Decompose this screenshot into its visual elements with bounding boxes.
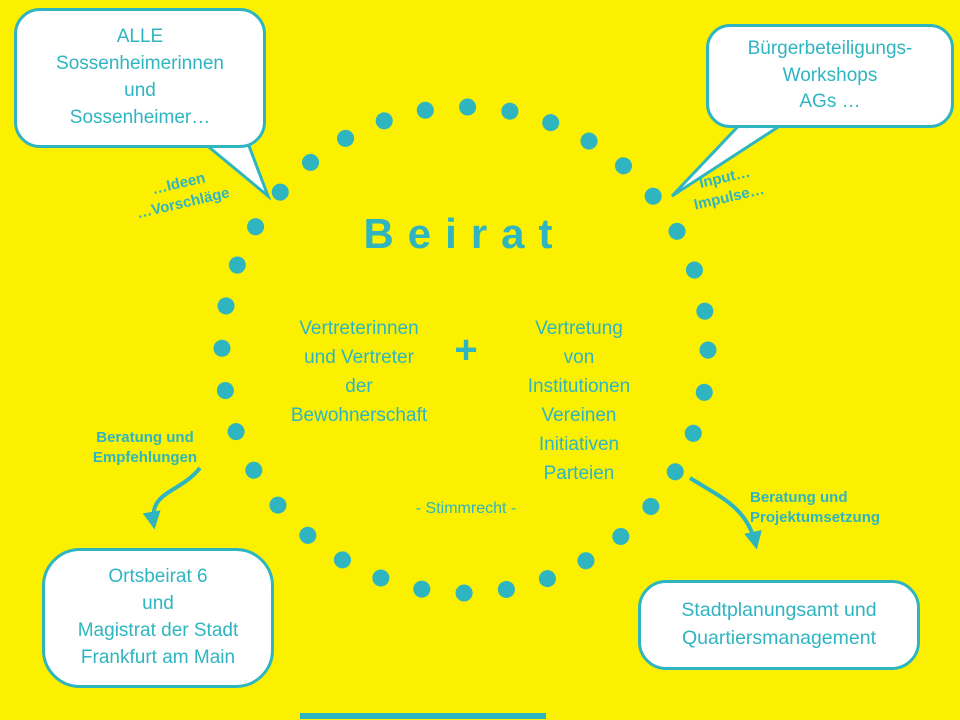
box-ortsbeirat-magistrat: Ortsbeirat 6 und Magistrat der Stadt Fra… [42, 548, 274, 688]
box-stadtplanungsamt-text: Stadtplanungsamt und Quartiersmanagement [681, 599, 877, 649]
plus-icon: + [454, 328, 478, 372]
curved-arrow-left-icon [142, 466, 202, 530]
group-bewohnerschaft: Vertreterinnen und Vertreter der Bewohne… [290, 318, 428, 426]
diagram-title: Beirat [363, 210, 567, 257]
curved-arrow-right-icon [688, 476, 762, 550]
group-institutionen: Vertretung von Institutionen Vereinen In… [527, 318, 631, 484]
dotted-circle [213, 98, 717, 602]
label-beratung-empfehlungen: Beratung und Empfehlungen [92, 429, 198, 466]
stimmrecht-note: - Stimmrecht - [415, 500, 517, 517]
bubble-buergerbeteiligung: Bürgerbeteiligungs- Workshops AGs … [706, 24, 954, 128]
bubble-alle-sossenheimer-text: ALLE Sossenheimerinnen und Sossenheimer… [56, 26, 224, 128]
bubble-alle-sossenheimer: ALLE Sossenheimerinnen und Sossenheimer… [14, 8, 266, 148]
box-stadtplanungsamt: Stadtplanungsamt und Quartiersmanagement [638, 580, 920, 670]
label-beratung-projektumsetzung: Beratung und Projektumsetzung [750, 489, 881, 526]
box-ortsbeirat-magistrat-text: Ortsbeirat 6 und Magistrat der Stadt Fra… [77, 566, 239, 668]
bubble-buergerbeteiligung-text: Bürgerbeteiligungs- Workshops AGs … [747, 37, 913, 113]
